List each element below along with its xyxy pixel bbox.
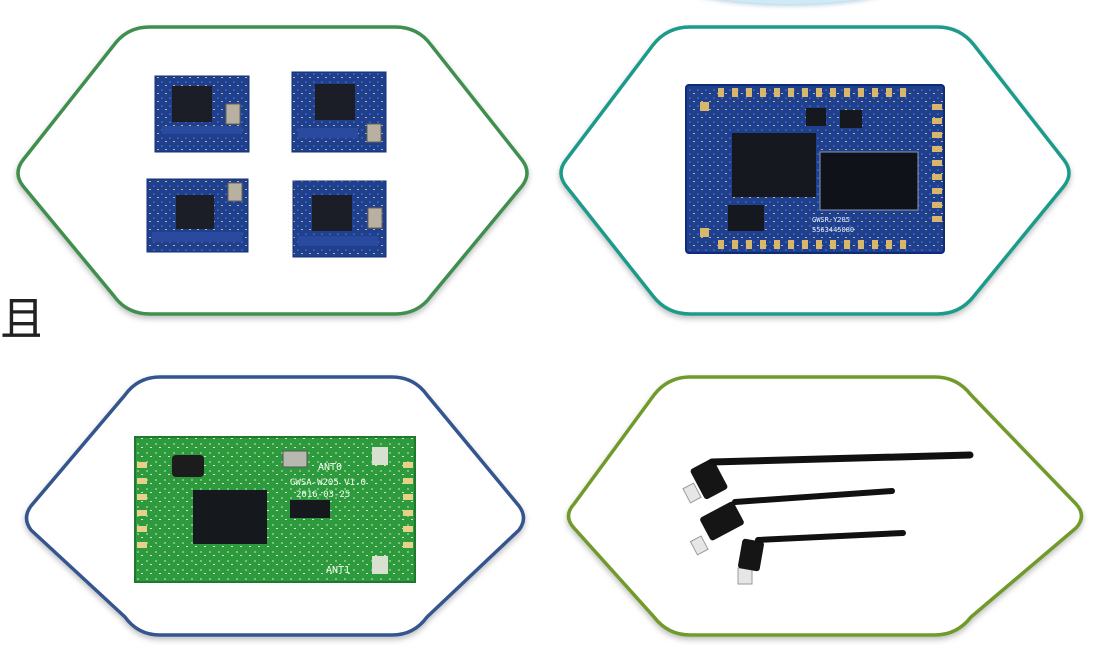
tile-bottom-left: ANT0 GWSA-W205 V1.0 2016-03-25 ANT1 [24,375,526,637]
module-1 [154,75,250,153]
board-label-model: GWSA-W205 V1.0 [290,478,366,488]
tile-bottom-right [566,375,1084,637]
module-4 [292,180,387,258]
green-module-board: ANT0 GWSA-W205 V1.0 2016-03-25 ANT1 [134,436,416,583]
board-label-ant1: ANT1 [326,565,350,576]
module-3 [146,178,249,253]
module-2 [291,71,387,153]
usb-wifi-dongles [682,451,974,585]
tile-top-left-frame [16,25,529,316]
board-label-ant0: ANT0 [318,462,342,473]
dongle-3 [737,530,906,585]
dongle-2 [689,488,895,556]
board-label-model: GWSR-Y205 [812,216,850,224]
board-label-date: 2016-03-25 [296,490,350,500]
dongle-1 [682,451,974,504]
board-label-serial: 5563445080 [812,226,854,234]
header-ornament [660,0,920,4]
tile-top-right: GWSR-Y205 5563445080 [559,25,1071,316]
tile-top-left [16,25,529,316]
edge-glyph: 且 [0,296,40,342]
blue-module-board: GWSR-Y205 5563445080 [685,84,945,254]
tile-bottom-right-frame [566,375,1084,637]
